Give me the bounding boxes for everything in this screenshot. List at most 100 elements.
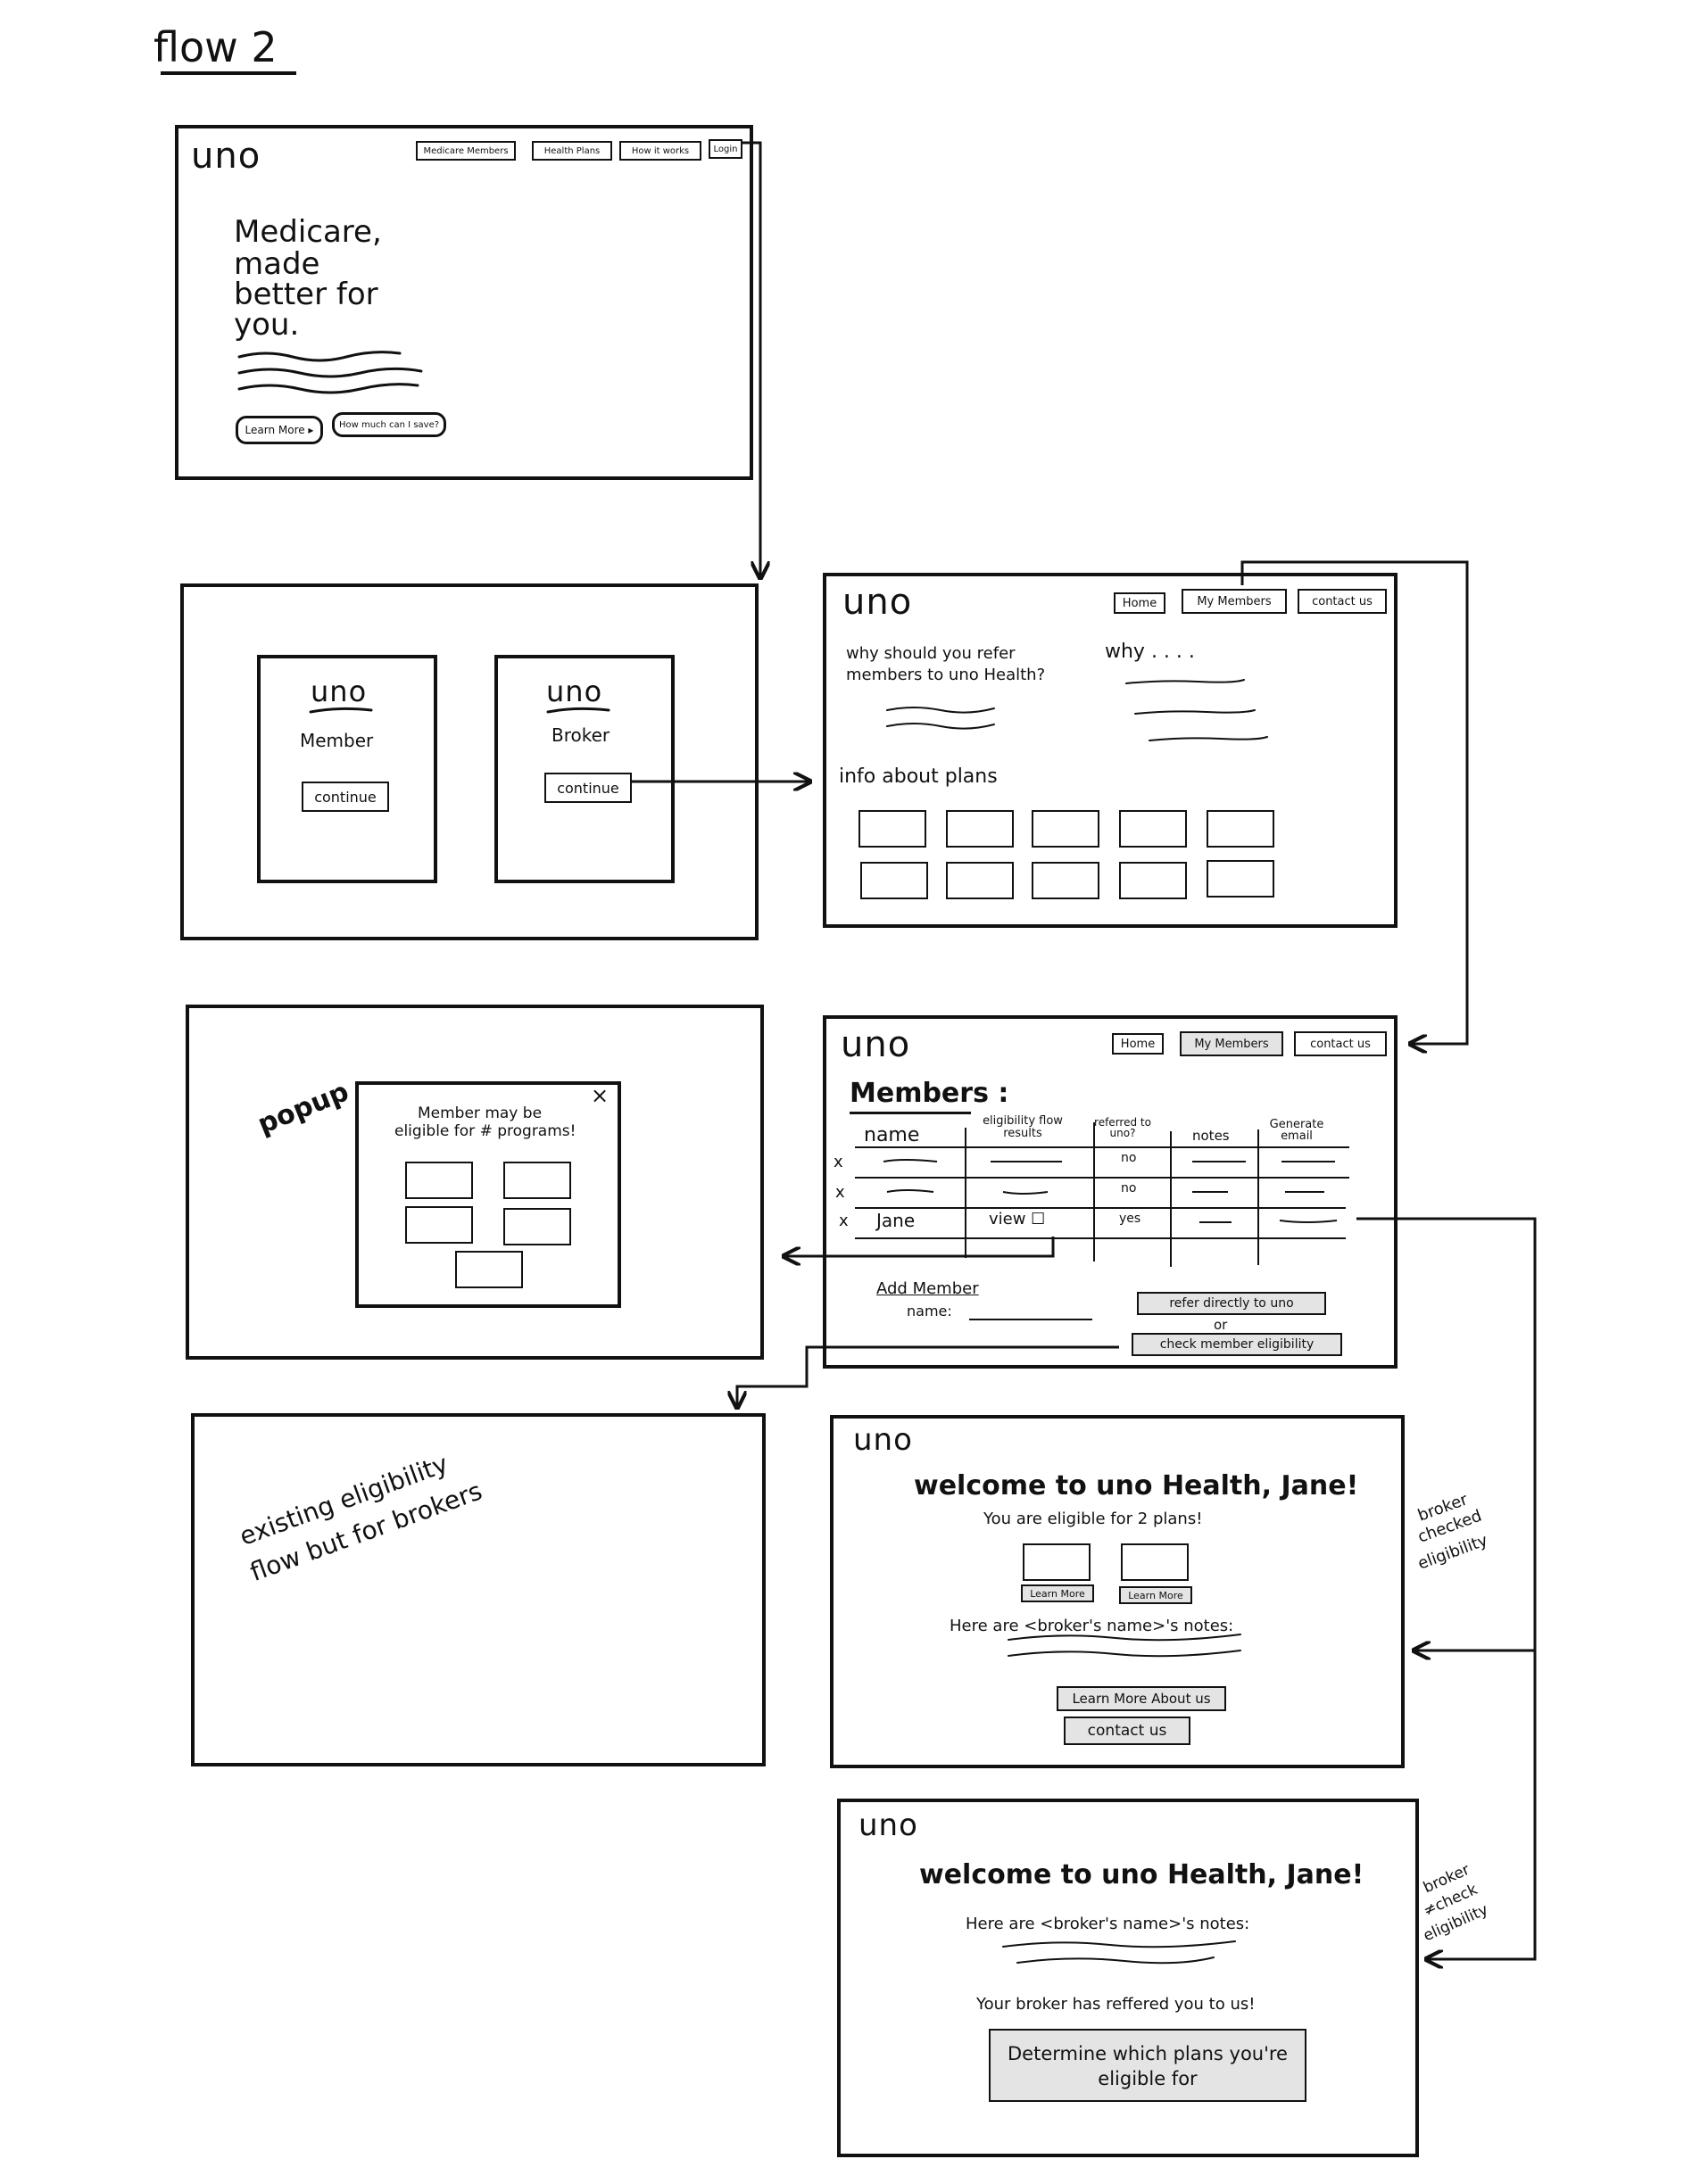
row-delete-icon[interactable]: x	[835, 1183, 845, 1202]
popup-message-1: Member may be	[418, 1104, 543, 1122]
nav-my-members[interactable]: My Members	[1180, 1031, 1283, 1056]
broker-notes-label: Here are <broker's name>'s notes:	[950, 1617, 1234, 1635]
nav-home[interactable]: Home	[1114, 592, 1165, 614]
nav-contact-us[interactable]: contact us	[1298, 589, 1387, 614]
uno-logo: uno	[858, 1808, 918, 1843]
hero-line-1: Medicare,	[234, 214, 382, 250]
member-continue-button[interactable]: continue	[302, 782, 389, 812]
eligible-text: You are eligible for 2 plans!	[983, 1510, 1203, 1528]
hero-line-2: made	[234, 246, 320, 282]
check-eligibility-button[interactable]: check member eligibility	[1132, 1333, 1342, 1356]
col-referred: referred to uno?	[1094, 1116, 1151, 1139]
placeholder-dash	[886, 1189, 934, 1193]
nav-medicare-members[interactable]: Medicare Members	[416, 141, 516, 161]
plan-tile[interactable]	[1119, 810, 1187, 848]
nav-health-plans[interactable]: Health Plans	[532, 141, 612, 161]
col-email: Generate email	[1269, 1118, 1324, 1143]
plan-tile[interactable]	[946, 810, 1014, 848]
name-input[interactable]	[969, 1319, 1092, 1320]
broker-continue-button[interactable]: continue	[544, 773, 632, 803]
referred-value: no	[1121, 1151, 1137, 1165]
landing-frame: uno Medicare Members Health Plans How it…	[175, 125, 753, 480]
or-label: or	[1214, 1317, 1228, 1333]
uno-logo: uno	[311, 674, 368, 708]
plan-learn-more-button[interactable]: Learn More	[1119, 1586, 1192, 1604]
arrow-mymembers-to-members	[1240, 560, 1469, 1044]
info-about-plans: info about plans	[839, 765, 998, 788]
member-label: Member	[300, 730, 374, 751]
determine-plans-line-2: eligible for	[1098, 2068, 1198, 2089]
scribble	[886, 723, 995, 730]
arrow-jane-to-welcome-unchecked	[1426, 1650, 1537, 1959]
determine-plans-line-1: Determine which plans you're	[1008, 2043, 1288, 2064]
plan-tile[interactable]	[1207, 810, 1274, 848]
scribble	[237, 367, 423, 378]
name-label: name:	[907, 1303, 952, 1320]
plan-tile[interactable]	[1207, 860, 1274, 898]
scribble	[1002, 1940, 1236, 1948]
program-tile[interactable]	[455, 1251, 523, 1288]
why-refer-line-1: why should you refer	[846, 644, 1016, 663]
plan-tile[interactable]	[946, 862, 1014, 899]
placeholder-dash	[1002, 1191, 1049, 1195]
determine-plans-button[interactable]: Determine which plans you're eligible fo…	[989, 2029, 1306, 2102]
learn-more-about-us-button[interactable]: Learn More About us	[1057, 1686, 1226, 1711]
uno-logo: uno	[841, 1024, 911, 1065]
scribble	[1134, 709, 1256, 715]
learn-more-button[interactable]: Learn More ▸	[236, 416, 323, 444]
member-card: uno Member continue	[257, 655, 437, 883]
nav-login[interactable]: Login	[709, 139, 742, 159]
col-eligibility: eligibility flow results	[983, 1114, 1063, 1140]
title-underline	[161, 71, 296, 75]
scribble	[1008, 1634, 1241, 1642]
popup-message-2: eligible for # programs!	[394, 1122, 576, 1140]
popup-dialog: × Member may be eligible for # programs!	[355, 1081, 621, 1308]
plan-tile[interactable]	[858, 810, 926, 848]
broker-notes-label: Here are <broker's name>'s notes:	[966, 1915, 1250, 1933]
scribble	[237, 351, 402, 362]
why-heading: why . . . .	[1105, 641, 1195, 663]
refer-uno-button[interactable]: refer directly to uno	[1137, 1292, 1326, 1315]
placeholder-dash	[883, 1159, 938, 1162]
welcome-unchecked-frame: uno welcome to uno Health, Jane! Here ar…	[837, 1799, 1419, 2157]
scribble	[1125, 679, 1245, 684]
row-delete-icon[interactable]: x	[839, 1212, 849, 1230]
program-tile[interactable]	[405, 1206, 473, 1244]
plan-card[interactable]	[1023, 1543, 1091, 1581]
welcome-heading: welcome to uno Health, Jane!	[919, 1859, 1364, 1890]
uno-logo: uno	[842, 582, 913, 623]
scribble	[1016, 1956, 1215, 1965]
existing-flow-frame: existing eligibility flow but for broker…	[191, 1413, 766, 1766]
plan-tile[interactable]	[1032, 810, 1099, 848]
program-tile[interactable]	[405, 1162, 473, 1199]
broker-card: uno Broker continue	[494, 655, 675, 883]
logo-underline	[546, 707, 610, 714]
plan-tile[interactable]	[1119, 862, 1187, 899]
close-icon[interactable]: ×	[591, 1083, 610, 1108]
row-delete-icon[interactable]: x	[834, 1153, 843, 1171]
placeholder-dash	[1279, 1220, 1338, 1223]
plan-tile[interactable]	[1032, 862, 1099, 899]
view-results-link[interactable]: view ☐	[989, 1210, 1046, 1228]
welcome-heading: welcome to uno Health, Jane!	[914, 1470, 1359, 1502]
referred-value: no	[1121, 1181, 1137, 1195]
welcome-checked-frame: uno welcome to uno Health, Jane! You are…	[830, 1415, 1405, 1768]
scribble	[1149, 736, 1268, 741]
arrow-jane-to-welcome-checked	[1356, 1217, 1537, 1650]
contact-us-button[interactable]: contact us	[1064, 1717, 1190, 1745]
program-tile[interactable]	[503, 1208, 571, 1245]
col-name: name	[864, 1124, 920, 1146]
plan-card[interactable]	[1121, 1543, 1189, 1581]
nav-how-it-works[interactable]: How it works	[619, 141, 701, 161]
nav-my-members[interactable]: My Members	[1182, 589, 1287, 614]
referred-value: yes	[1119, 1212, 1141, 1226]
broker-label: Broker	[552, 724, 610, 746]
program-tile[interactable]	[503, 1162, 571, 1199]
nav-contact-us[interactable]: contact us	[1294, 1031, 1387, 1056]
savings-button[interactable]: How much can I save?	[332, 412, 446, 437]
plan-tile[interactable]	[860, 862, 928, 899]
role-select-frame: uno Member continue uno Broker continue	[180, 583, 759, 940]
nav-home[interactable]: Home	[1112, 1033, 1164, 1055]
uno-logo: uno	[853, 1422, 913, 1458]
plan-learn-more-button[interactable]: Learn More	[1021, 1584, 1094, 1602]
